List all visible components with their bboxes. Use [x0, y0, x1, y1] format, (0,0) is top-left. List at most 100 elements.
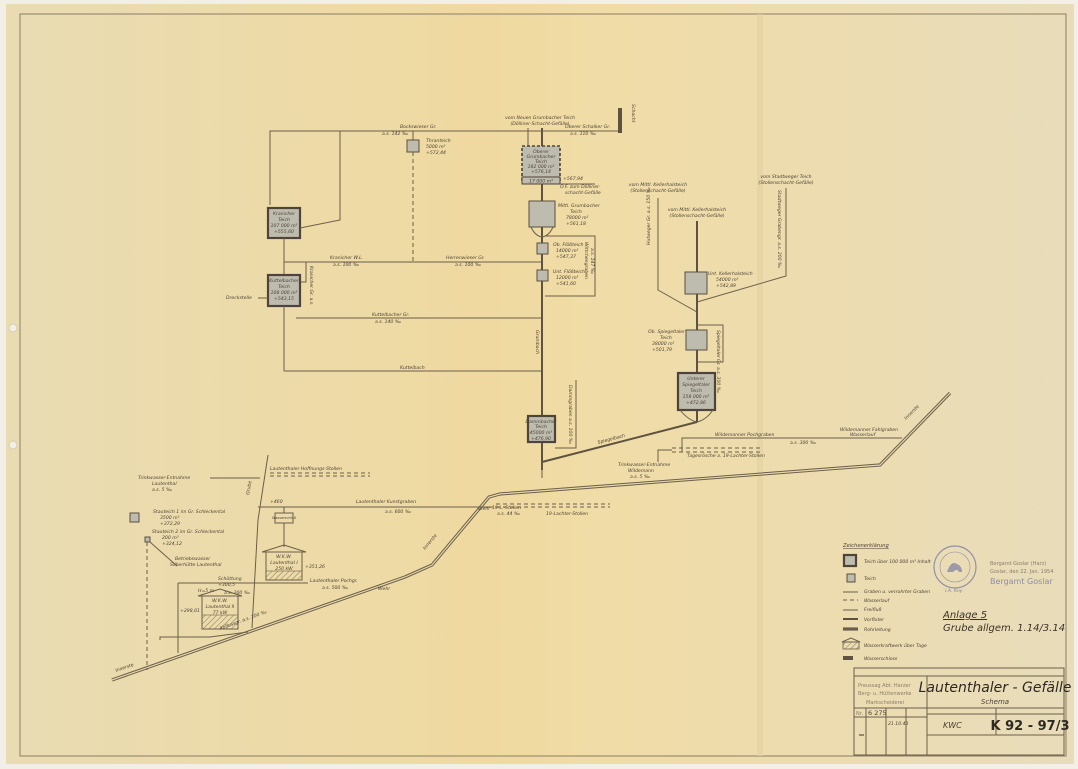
label: +555,60 — [274, 229, 294, 235]
label: a.s. 200 ‰ — [224, 590, 250, 596]
pond-mittl-grumbacher: Mittl. Grumbacher Teich 78000 m³ +561,18 — [528, 200, 601, 238]
annex-ref: Grube allgem. 1.14/3.14 — [943, 623, 1065, 634]
label: 19-L.-Stollen — [492, 505, 521, 511]
label: Teich — [535, 159, 547, 165]
label: Lautenthal — [152, 481, 177, 487]
wkw-lautenthal-1: Wasserschloß W.K.W. Lautenthal I 250 kW … — [261, 507, 325, 581]
pond-kuttelbacher: Kuttelbacher Teich 108 000 m³ +543,15 Dr… — [226, 273, 302, 371]
label: 3500 m³ — [160, 515, 180, 521]
lautenthal-channels: Grube Lautenthaler Hoffnungs-Stollen Tri… — [138, 454, 610, 653]
label: O.F. zum Dölliner- — [560, 184, 601, 190]
label: Silberhütte Lautenthal — [170, 562, 222, 568]
label: Kuttelbach — [400, 365, 425, 371]
source-label: vom Neuen Grumbacher Teich — [505, 115, 575, 121]
label: +572,44 — [426, 150, 446, 156]
label: Kuttelbacher Gr. — [372, 312, 409, 318]
label: a.s. 5 ‰ — [630, 474, 650, 480]
label: a.s. 110 ‰ — [570, 131, 596, 137]
label: a.s. 140 ‰ — [375, 319, 401, 325]
label: Mittl. Grumbacher — [558, 203, 601, 209]
legend-item: Graben u. verrohrter Graben — [864, 589, 930, 595]
label: +372,29 — [160, 521, 180, 527]
label: H=5 m — [198, 588, 215, 594]
sheet-number: 6 275 — [868, 709, 887, 717]
label: Stadtweger Grabengr. a.s. 200 ‰ — [776, 190, 782, 268]
label: a.s. 300 ‰ — [790, 440, 816, 446]
label: Stauteich 2 im Gr. Schleckental — [152, 529, 225, 535]
label: Ob. Flößteich — [553, 242, 584, 248]
label: Tagesrösche a. 19-Lachter-Stollen — [687, 453, 765, 459]
legend-item: Freifluß — [864, 607, 882, 613]
label: a.s. 500 ‰ — [322, 585, 348, 591]
label: Wittchengraben — [583, 242, 589, 279]
label: +543,15 — [274, 296, 294, 302]
label: Teich — [535, 424, 547, 430]
label: 14000 m³ — [556, 248, 579, 254]
label: Betriebswasser — [175, 556, 211, 562]
date: 21.10.43 — [888, 721, 909, 727]
label: a.s. 600 ‰ — [385, 509, 411, 515]
sheet-frame — [19, 13, 1067, 757]
label: 182 000 m³ — [528, 164, 555, 170]
label: Schacht — [630, 104, 636, 123]
label: Unt. Kellerhalsteich — [708, 271, 753, 277]
label: Unterer — [687, 376, 706, 382]
label: Lautenthaler Pochgr. — [310, 578, 358, 584]
label: 158 000 m³ — [683, 394, 710, 400]
label: Grumbach — [534, 330, 540, 354]
label: Kranicher W.L. — [330, 255, 363, 261]
kuttelbacher-graben: Kuttelbacher Gr. a.s. 140 ‰ Kuttelbach G… — [284, 312, 542, 372]
label: a.s. 142 ‰ — [382, 131, 408, 137]
label: 5000 m³ — [426, 144, 446, 150]
drawing-number: K 92 - 97/3 — [990, 719, 1069, 734]
wkw-lautenthal-2: W.K.W. Lautenthal II 77 kW +298,01 Schüt… — [180, 576, 250, 630]
label: Trinkwasser-Entnahme — [618, 462, 670, 468]
label: 107 000 m³ — [271, 223, 298, 229]
stamp-line: Bergamt Goslar — [990, 577, 1053, 586]
label: 19-Lachter-Stollen — [546, 511, 588, 517]
label: Stauteich 1 im Gr. Schleckental — [153, 509, 226, 515]
label: Teich — [690, 388, 702, 394]
label: Wehr — [478, 506, 491, 512]
label: +460 — [270, 499, 283, 505]
pond-dammbacher: Dammbacher Teich 45000 m³ +476,90 Dammgr… — [525, 380, 577, 449]
label: Teich — [278, 217, 290, 223]
wildemann-channels: Wildemanner Pochgraben a.s. 300 ‰ Wildem… — [618, 427, 902, 480]
number-label: Nr. — [856, 711, 863, 717]
label: +351,26 — [305, 564, 325, 570]
label: (Stollenschacht-Gefälle) — [669, 213, 724, 219]
label: +576,14 — [531, 169, 551, 175]
label: 77 kW — [213, 610, 228, 616]
label: Dammgraben a.s. 100 ‰ — [567, 385, 573, 444]
legend: Zeichenerklärung Teich über 100 000 m³ I… — [841, 543, 931, 662]
label: Bockswieser Gr. — [400, 124, 437, 130]
pond-unt-kellerhals: Unt. Kellerhalsteich 54000 m³ +542,89 — [684, 271, 753, 295]
wittchengraben: Wittchengraben a.s. 147 ‰ — [545, 235, 596, 297]
stauteiche: Stauteich 1 im Gr. Schleckental 3500 m³ … — [129, 509, 226, 670]
label: a.s. 100 ‰ — [455, 262, 481, 268]
label: Lautenthaler Hoffnungs-Stollen — [270, 466, 342, 472]
legend-item: Rohrleitung — [864, 627, 891, 633]
label: Grube — [245, 480, 253, 495]
label: Wehr — [378, 586, 391, 592]
label: 45000 m³ — [530, 430, 553, 436]
legend-item: Wasserlauf — [864, 598, 891, 604]
label: +472,86 — [686, 400, 706, 406]
label: Lautenthaler Kunstgraben — [356, 499, 416, 505]
punch-hole — [8, 323, 18, 333]
company-line: Markscheiderei — [866, 700, 904, 706]
label: Thranteich — [426, 138, 451, 144]
label: vom Mittl. Kellerhalsteich — [668, 207, 726, 213]
label: 78000 m³ — [566, 215, 589, 221]
label: W.K.W. — [276, 554, 292, 560]
label: Wasserschloß — [272, 516, 297, 520]
label: Kranicher — [273, 211, 296, 217]
label: 108 000 m³ — [271, 290, 298, 296]
horse-seal-icon — [947, 563, 962, 572]
label: +300,5 — [218, 582, 235, 588]
label: +541,60 — [556, 281, 576, 287]
label: Spiegeltaler Gr. a.s. 300 ‰ — [715, 330, 721, 393]
label: a.s. 5 ‰ — [152, 487, 172, 493]
label: Innerste — [115, 662, 135, 674]
